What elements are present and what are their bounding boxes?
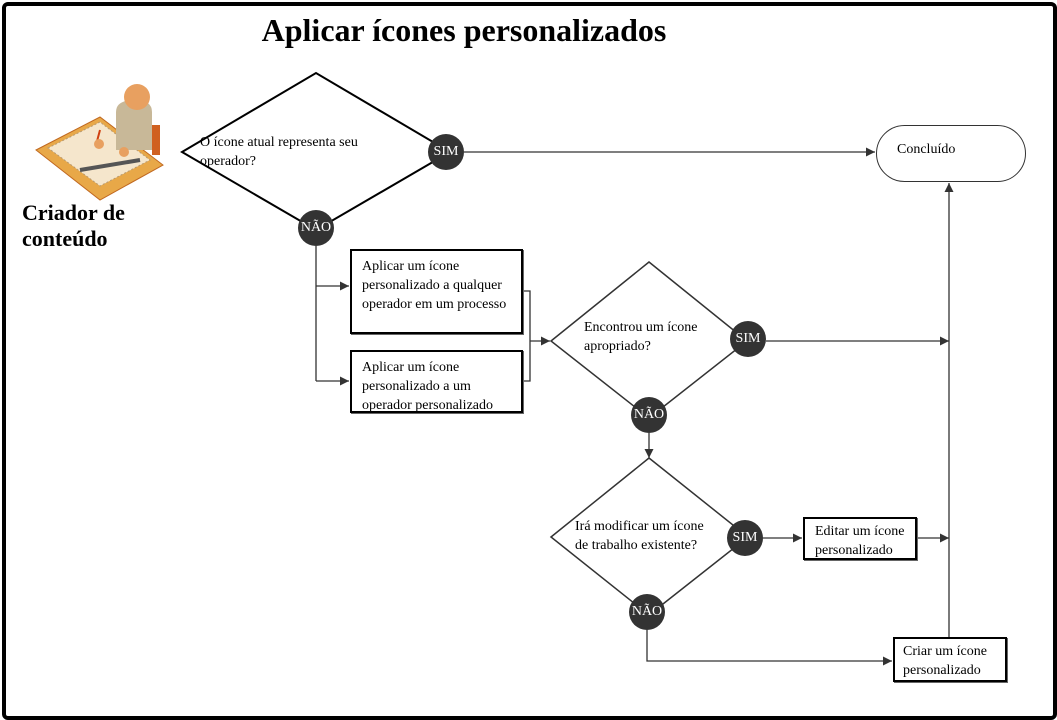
- page-title: Aplicar ícones personalizados: [261, 12, 667, 48]
- no-badge-1: NÃO: [298, 210, 334, 246]
- terminal-done: Concluído: [876, 125, 1026, 182]
- yes-badge-1: SIM: [428, 134, 464, 170]
- process-edit-icon: Editar um ícone personalizado: [803, 517, 917, 560]
- no-badge-2: NÃO: [631, 397, 667, 433]
- decision-1-text: O ícone atual representa seu operador?: [200, 135, 358, 169]
- process-create-icon: Criar um ícone personalizado: [893, 637, 1007, 682]
- no-badge-3: NÃO: [629, 594, 665, 630]
- yes-badge-3: SIM: [727, 520, 763, 556]
- role-line-1: Criador de: [22, 200, 125, 225]
- role-label: Criador de conteúdo: [22, 200, 125, 252]
- role-line-2: conteúdo: [22, 226, 108, 251]
- yes-badge-2: SIM: [730, 321, 766, 357]
- process-apply-any-operator: Aplicar um ícone personalizado a qualque…: [350, 249, 523, 334]
- decision-2-text: Encontrou um ícone apropriado?: [584, 320, 698, 354]
- content-creator-icon: [35, 84, 164, 201]
- process-apply-custom-operator: Aplicar um ícone personalizado a um oper…: [350, 350, 523, 413]
- decision-3-text: Irá modificar um ícone de trabalho exist…: [575, 519, 704, 553]
